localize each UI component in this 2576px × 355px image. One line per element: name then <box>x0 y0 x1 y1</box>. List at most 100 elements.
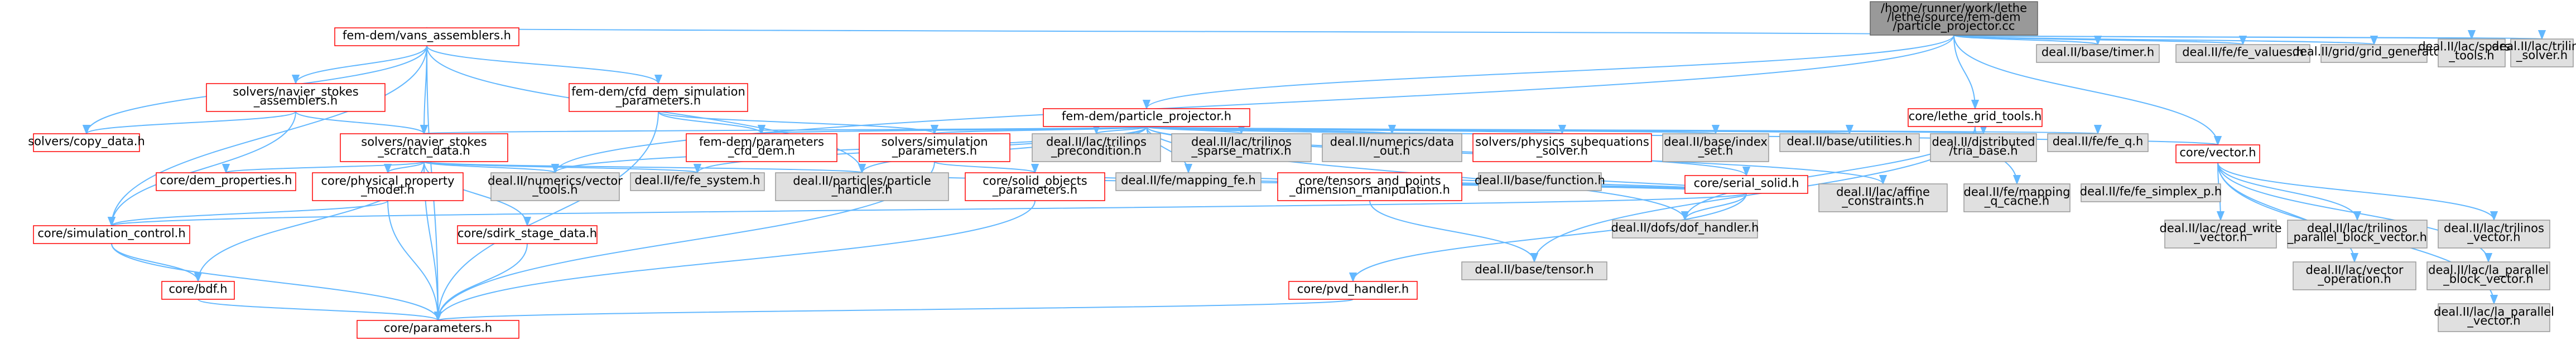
node-label-sparsity-line-1: _tools.h <box>2448 48 2494 62</box>
node-parameters[interactable]: core/parameters.h <box>357 320 519 339</box>
edge-root-to-timer <box>1953 35 2102 46</box>
node-vans[interactable]: fem-dem/vans_assemblers.h <box>334 27 519 46</box>
edge-nsa-to-simcontrol <box>107 111 296 227</box>
node-box-tria <box>1930 133 2037 162</box>
node-label-simcontrol-line-0: core/simulation_control.h <box>37 227 185 241</box>
node-label-cfddemsim-line-1: _parameters.h <box>615 94 701 108</box>
node-label-fesimplex-line-0: deal.II/fe/fe_simplex_p.h <box>2080 185 2222 199</box>
node-label-serial-line-0: core/serial_solid.h <box>1694 177 1799 191</box>
node-label-gridtools-line-0: core/lethe_grid_tools.h <box>1909 110 2042 124</box>
node-box-solidobj <box>965 172 1105 201</box>
node-fevalues: deal.II/fe/fe_values.h <box>2175 44 2310 63</box>
node-label-readwrite-line-0: deal.II/lac/read_write <box>2159 222 2281 236</box>
node-label-nssd-line-0: solvers/navier_stokes <box>361 135 487 149</box>
node-label-femapping-line-0: deal.II/fe/mapping_fe.h <box>1121 174 1256 188</box>
edge-serial-to-simcontrol <box>108 193 1747 227</box>
node-tensor: deal.II/base/tensor.h <box>1461 261 1607 280</box>
node-demprop[interactable]: core/dem_properties.h <box>156 172 296 191</box>
node-label-physprop-line-1: _model.h <box>360 183 415 197</box>
node-label-laparblock-line-0: deal.II/lac/la_parallel <box>2428 264 2549 278</box>
node-gridtools[interactable]: core/lethe_grid_tools.h <box>1908 108 2043 127</box>
node-box-readwrite <box>2164 220 2277 249</box>
node-solidobj[interactable]: core/solid_objects_parameters.h <box>965 172 1105 201</box>
node-label-trilvector-line-0: deal.II/lac/trilinos <box>2444 222 2544 235</box>
node-corevector[interactable]: core/vector.h <box>2175 144 2260 163</box>
node-box-sdirk <box>457 225 598 244</box>
node-label-corevector-line-0: core/vector.h <box>2179 146 2256 159</box>
node-box-particlehandler <box>775 172 949 201</box>
node-mappingq: deal.II/fe/mapping_q_cache.h <box>1963 183 2071 212</box>
edge-sdirk-to-parameters <box>434 243 528 322</box>
node-label-numdata-line-0: deal.II/numerics/data <box>1330 135 1454 149</box>
node-tensors[interactable]: core/tensors_and_points_dimension_manipu… <box>1277 172 1462 201</box>
node-root[interactable]: /home/runner/work/lethe/lethe/source/fem… <box>1870 1 2038 36</box>
node-function: deal.II/base/function.h <box>1475 172 1605 191</box>
node-lapar: deal.II/lac/la_parallel_vector.h <box>2434 303 2554 332</box>
node-label-indexset-line-1: _set.h <box>1698 144 1734 158</box>
node-label-parameters-line-0: core/parameters.h <box>384 322 492 335</box>
node-label-trilvector-line-1: _vector.h <box>2467 231 2520 245</box>
node-box-numvec <box>490 172 620 201</box>
node-serial[interactable]: core/serial_solid.h <box>1684 175 1808 194</box>
node-label-cfddemsim-line-0: fem-dem/cfd_dem_simulation <box>571 85 745 99</box>
node-label-affine-line-0: deal.II/lac/affine <box>1836 186 1930 199</box>
node-box-femapping <box>1115 172 1261 191</box>
edge-ppproj-to-trilprec <box>1092 124 1147 135</box>
node-timer: deal.II/base/timer.h <box>2036 44 2160 63</box>
node-label-root-line-1: /lethe/source/fem-dem <box>1887 11 2020 24</box>
edge-vans-to-cfddemsim <box>426 45 663 85</box>
node-label-solidobj-line-1: _parameters.h <box>992 183 1077 197</box>
node-pvd[interactable]: core/pvd_handler.h <box>1288 281 1418 300</box>
edge-corevector-to-trilparblock <box>2217 162 2362 221</box>
node-box-femparams <box>686 133 837 162</box>
node-box-nsa <box>206 83 386 112</box>
node-box-feq <box>2047 133 2149 152</box>
node-label-readwrite-line-1: _vector.h <box>2193 231 2247 245</box>
node-label-function-line-0: deal.II/base/function.h <box>1475 174 1605 187</box>
node-bdf[interactable]: core/bdf.h <box>161 281 235 300</box>
node-box-simparams <box>859 133 1010 162</box>
node-box-dofhandler <box>1612 220 1758 239</box>
node-trilsparse: deal.II/lac/trilinos_sparse_matrix.h <box>1171 133 1312 162</box>
edge-simparams-to-solidobj <box>934 161 1039 174</box>
edge-root-to-numvec <box>551 35 1954 174</box>
node-box-timer <box>2036 44 2160 63</box>
node-sdirk[interactable]: core/sdirk_stage_data.h <box>457 225 598 244</box>
node-fesimplex: deal.II/fe/fe_simplex_p.h <box>2080 183 2222 202</box>
node-label-trilsparse-line-0: deal.II/lac/trilinos <box>1191 135 1292 149</box>
node-label-trilparblock-line-0: deal.II/lac/trilinos <box>2307 222 2408 235</box>
node-trilprec: deal.II/lac/trilinos_precondition.h <box>1032 133 1161 162</box>
node-box-gridtools <box>1908 108 2043 127</box>
node-cfddemsim[interactable]: fem-dem/cfd_dem_simulation_parameters.h <box>569 83 748 112</box>
node-fesystem: deal.II/fe/fe_system.h <box>630 172 765 191</box>
node-box-function <box>1478 172 1602 191</box>
node-trilvector: deal.II/lac/trilinos_vector.h <box>2438 220 2550 249</box>
node-physprop[interactable]: core/physical_property_model.h <box>312 172 464 201</box>
node-label-femparams-line-1: _cfd_dem.h <box>728 144 795 158</box>
node-femparams[interactable]: fem-dem/parameters_cfd_dem.h <box>686 133 837 162</box>
node-label-physsub-line-1: _solver.h <box>1536 144 1588 158</box>
node-laparblock: deal.II/lac/la_parallel_block_vector.h <box>2426 261 2550 290</box>
node-ppproj[interactable]: fem-dem/particle_projector.h <box>1043 108 1250 127</box>
node-box-sparsity <box>2438 38 2506 67</box>
node-label-femparams-line-0: fem-dem/parameters <box>699 135 824 149</box>
node-simcontrol[interactable]: core/simulation_control.h <box>33 225 190 244</box>
edge-physprop-to-parameters <box>387 200 442 322</box>
node-label-tria-line-0: deal.II/distributed <box>1932 135 2035 149</box>
node-label-vecop-line-1: _operation.h <box>2317 273 2391 286</box>
edge-root-to-vans <box>426 27 1954 38</box>
node-label-tria-line-1: /tria_base.h <box>1949 144 2018 158</box>
node-nssd[interactable]: solvers/navier_stokes_scratch_data.h <box>340 133 508 162</box>
node-label-tensors-line-1: _dimension_manipulation.h <box>1289 183 1450 197</box>
node-simparams[interactable]: solvers/simulation_parameters.h <box>859 133 1010 162</box>
node-label-trilsparse-line-1: _sparse_matrix.h <box>1191 144 1291 158</box>
node-label-trilsolver-line-1: _solver.h <box>2516 48 2568 62</box>
node-nsa[interactable]: solvers/navier_stokes_assemblers.h <box>206 83 386 112</box>
node-physsub[interactable]: solvers/physics_subequations_solver.h <box>1472 133 1652 162</box>
node-box-trilprec <box>1032 133 1161 162</box>
edge-solidobj-to-parameters <box>434 200 1036 322</box>
node-copydata[interactable]: solvers/copy_data.h <box>28 133 145 152</box>
node-box-trilvector <box>2438 220 2550 249</box>
node-dofhandler: deal.II/dofs/dof_handler.h <box>1611 220 1759 239</box>
